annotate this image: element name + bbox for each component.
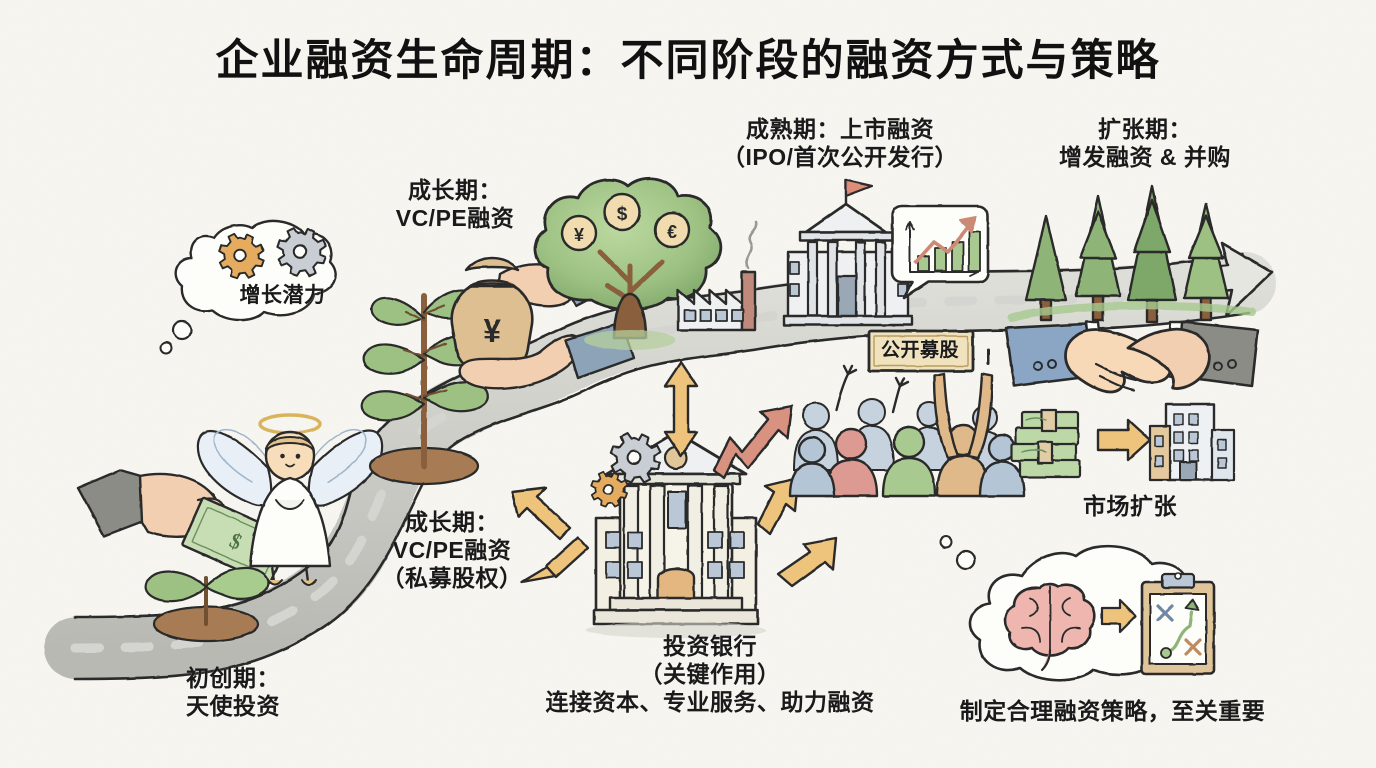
stage-label-mature: 成熟期：上市融资 （IPO/首次公开发行） [721, 116, 958, 171]
stage-label-startup: 初创期： 天使投资 [186, 665, 280, 720]
strategy-clipboard-icon [1140, 572, 1216, 676]
stage-label-growth-top: 成长期： VC/PE融资 [395, 177, 515, 232]
investment-bank-label: 投资银行 （关键作用） 连接资本、专业服务、助力融资 [545, 633, 875, 716]
page-title: 企业融资生命周期：不同阶段的融资方式与策略 [215, 37, 1161, 85]
strategy-note-label: 制定合理融资策略，至关重要 [959, 698, 1266, 724]
money-bag-symbol: ¥ [483, 313, 501, 349]
brain-icon [1003, 582, 1097, 672]
coin-icon: € [653, 211, 691, 249]
arrow-right-tiny-icon [1100, 598, 1138, 634]
arrow-right-small-icon [1096, 418, 1152, 462]
angel-icon [196, 413, 384, 586]
svg-text:¥: ¥ [574, 225, 584, 245]
svg-text:$: $ [617, 204, 628, 225]
strategy-thought-bubble-icon [939, 535, 1216, 682]
growth-chart-bubble-icon [890, 204, 990, 300]
arrow-down-left-icon [520, 535, 590, 584]
gear-icon [218, 232, 265, 279]
arrow-up-left-icon [510, 486, 572, 541]
public-offering-sign-icon [867, 329, 990, 373]
arrow-rising-red-icon [712, 404, 794, 480]
arrow-right-icon [776, 536, 838, 588]
svg-text:€: € [667, 222, 677, 242]
gear-icon [276, 227, 327, 277]
factory-icon [676, 220, 758, 332]
stage-label-expansion: 扩张期： 增发融资 & 并购 [1059, 116, 1231, 171]
investment-bank-building-icon [586, 430, 766, 638]
city-buildings-icon [1148, 402, 1236, 482]
gear-icon [609, 432, 662, 484]
crowd-icon [788, 364, 1026, 498]
stage-label-growth-bottom: 成长期： VC/PE融资 （私募股权） [381, 509, 523, 592]
coin-icon: $ [602, 192, 642, 232]
forest-icon [1008, 184, 1256, 324]
money-stacks-icon [1010, 408, 1082, 479]
growth-potential-label: 增长潜力 [239, 284, 326, 307]
public-offering-sign-label: 公开募股 [880, 340, 959, 361]
sapling-icon [360, 288, 490, 486]
coin-icon: ¥ [560, 214, 598, 252]
market-expansion-label: 市场扩张 [1083, 493, 1177, 519]
arrow-up-down-icon [663, 360, 699, 458]
gear-icon [590, 470, 629, 509]
growth-potential-thought-bubble-icon [159, 219, 337, 355]
handshake-icon [1004, 320, 1260, 394]
money-tree-icon: $ ¥ € [533, 176, 723, 350]
stock-exchange-building-icon [782, 178, 914, 327]
sprout-icon [144, 566, 270, 643]
